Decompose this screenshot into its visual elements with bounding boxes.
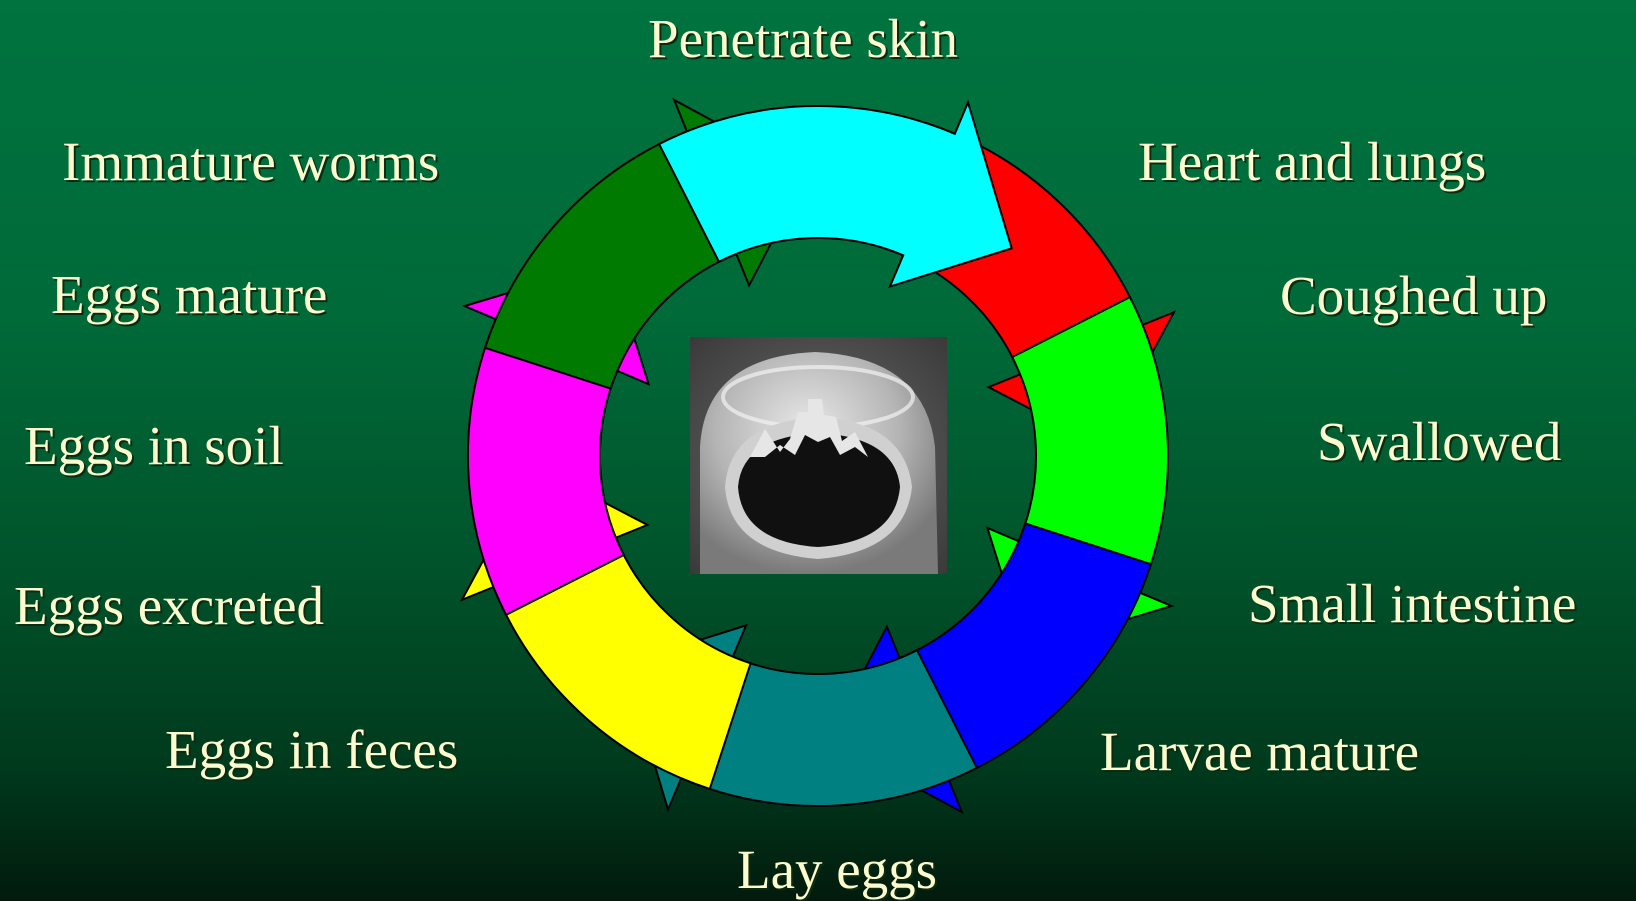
label-coughed-up: Coughed up <box>1280 268 1547 323</box>
label-swallowed: Swallowed <box>1317 414 1561 469</box>
label-lay-eggs: Lay eggs <box>737 842 937 897</box>
label-heart-and-lungs: Heart and lungs <box>1138 134 1486 189</box>
label-larvae-mature: Larvae mature <box>1100 724 1419 779</box>
label-small-intestine: Small intestine <box>1248 576 1576 631</box>
label-penetrate-skin: Penetrate skin <box>648 11 958 66</box>
label-eggs-in-feces: Eggs in feces <box>165 722 458 777</box>
label-eggs-mature: Eggs mature <box>51 267 327 322</box>
label-immature-worms: Immature worms <box>62 134 439 189</box>
label-eggs-excreted: Eggs excreted <box>14 578 324 633</box>
label-eggs-in-soil: Eggs in soil <box>24 418 284 473</box>
hookworm-mouth-image <box>690 337 947 574</box>
